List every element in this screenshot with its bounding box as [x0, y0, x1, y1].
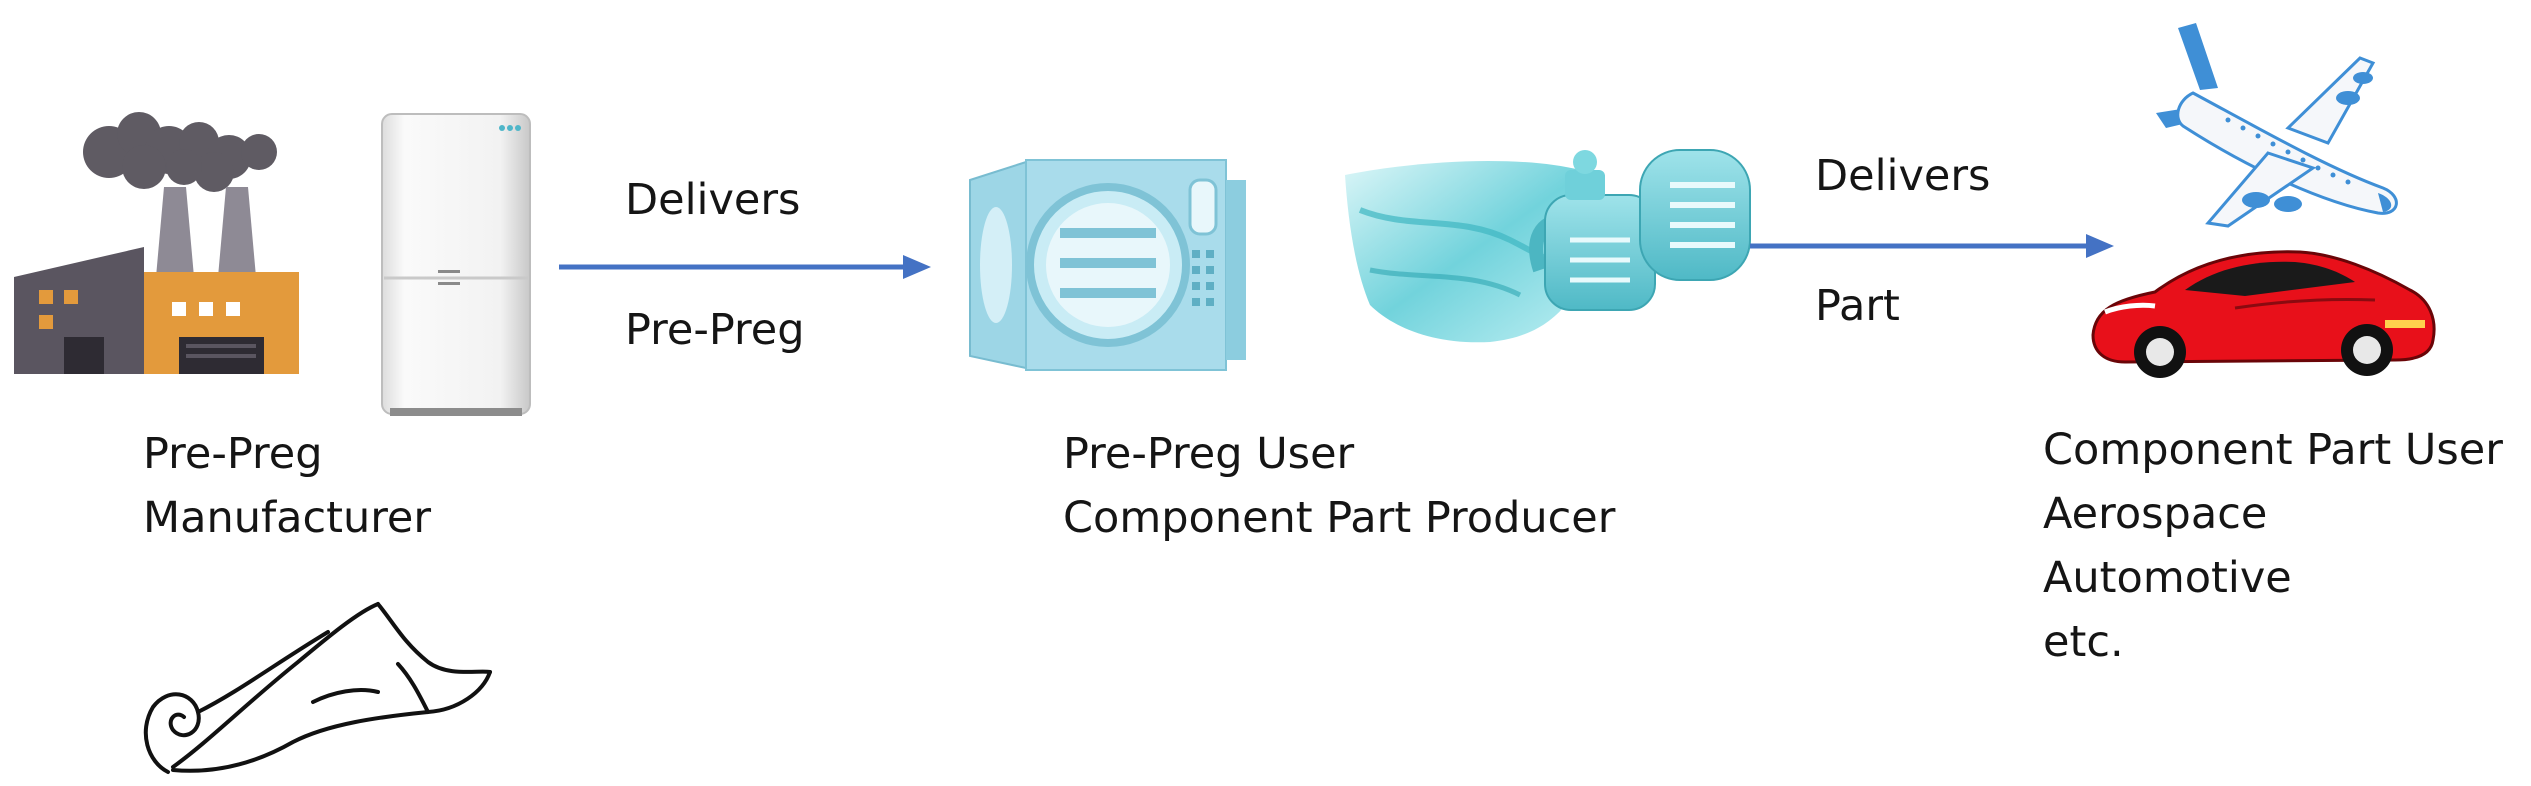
edge-2-bottom-label: Part: [1815, 281, 1900, 331]
edge-2-top-label: Delivers: [1815, 151, 1991, 201]
manufacturer-label: Pre-Preg Manufacturer: [143, 429, 432, 543]
edge-1-bottom-label: Pre-Preg: [625, 305, 805, 355]
vacuum-pump-bag-icon: [1345, 149, 1751, 343]
autoclave-icon: [969, 159, 1246, 371]
refrigerator-icon: [381, 113, 531, 416]
arrow-deliver-part: [1750, 234, 2114, 258]
end-user-label: Component Part User Aerospace Automotive…: [2043, 425, 2503, 667]
arrow-deliver-prepreg: [559, 255, 931, 279]
edge-1-top-label: Delivers: [625, 175, 801, 225]
sports-car-icon: [2091, 250, 2436, 378]
user-label: Pre-Preg User Component Part Producer: [1063, 429, 1616, 543]
airplane-icon: [2156, 23, 2398, 228]
factory-icon: [14, 112, 299, 374]
prepreg-roll-icon: [143, 602, 492, 774]
